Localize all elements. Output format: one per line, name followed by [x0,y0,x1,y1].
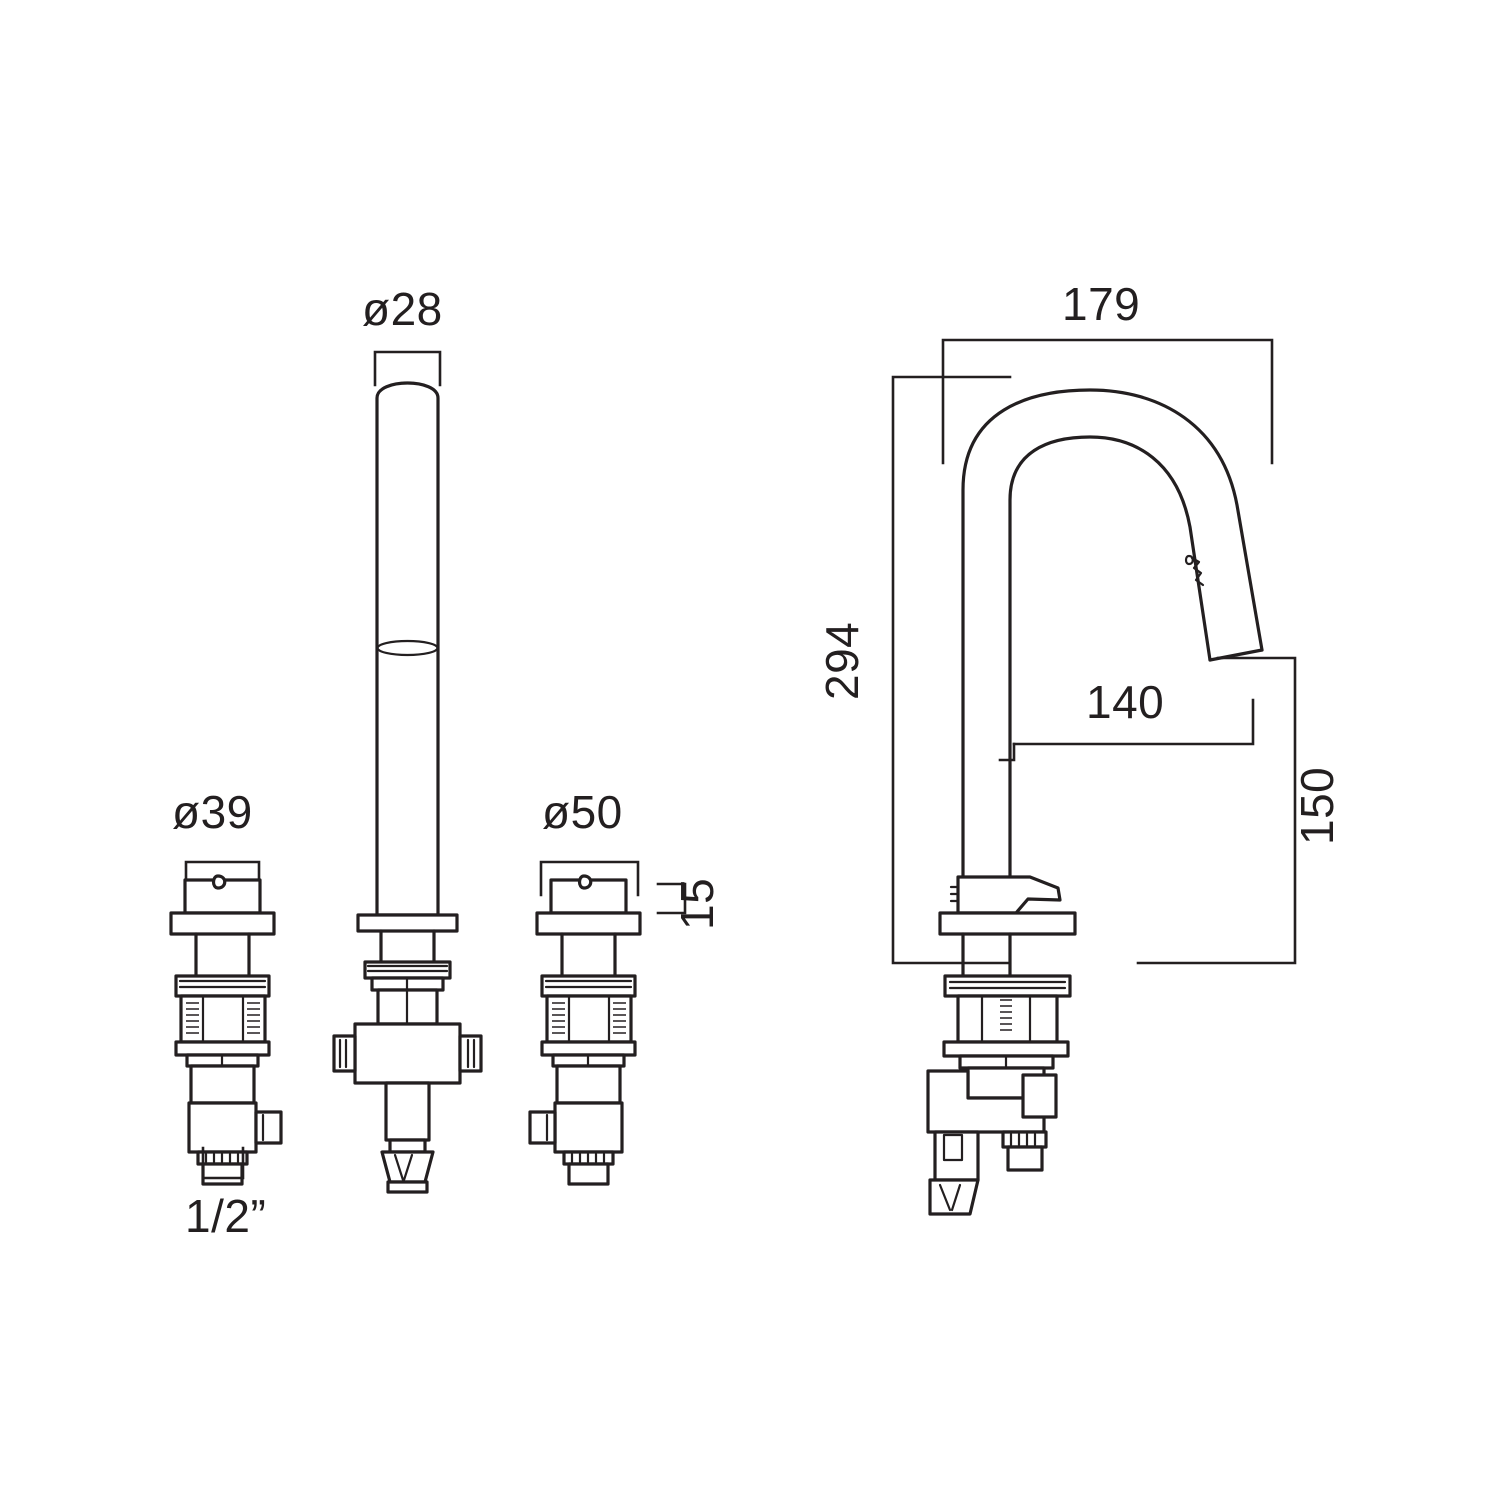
spout-joint-ellipse [376,639,439,657]
side-lower-escutcheon [943,974,1072,998]
right-side-outlet [528,1110,557,1145]
spout-left-nut [332,1034,357,1073]
spout-outlet-face [1208,648,1264,662]
spout-tube [375,381,440,917]
side-threaded-body [956,994,1059,1044]
dim-label-tail-thread: 1/2” [185,1190,266,1242]
left-shank [189,1064,256,1105]
dim-label-spout-projection: 140 [1086,676,1164,728]
centre-spout-assembly [332,350,483,1194]
spout-outer-profile [961,388,1264,927]
side-tail-thread [1006,1145,1044,1172]
dim-label-overall-height: 294 [816,622,868,700]
right-tail-thread [567,1162,610,1186]
spout-lower-stem [384,1081,431,1142]
spout-stem-collar [388,1138,427,1154]
spout-tail-end [386,1180,429,1194]
right-valve-assembly [528,860,642,1186]
spout-valve-body [353,1022,462,1085]
dim-label-deck-thickness: 15 [671,878,723,930]
right-shank [555,1064,622,1105]
side-tail-collar [1001,1130,1048,1149]
dim-label-spout-reach: 179 [1062,278,1140,330]
dim-label-spout-diameter: ø28 [362,283,443,335]
aerator-marker [1184,554,1205,587]
side-valve-outlet [1021,1073,1058,1119]
right-valve-body [553,1101,624,1154]
left-washer [174,1040,271,1057]
spout-right-nut [458,1034,483,1073]
dim-tail-thread-bracket [201,1146,245,1180]
dim-label-escutcheon-diameter: ø50 [542,786,623,838]
side-lower-block [933,1130,980,1182]
lever-handle [956,875,1062,915]
right-thread-hatching [552,1002,626,1034]
left-thread-hatching [186,1002,260,1034]
dim-spout-reach-bracket [941,338,1274,465]
spout-upper-flange [356,913,459,933]
left-valve-body [187,1101,258,1154]
left-handle-indicator [211,874,227,890]
dim-outlet-height-bracket [1136,656,1297,965]
side-bottom-saddle [928,1178,980,1216]
side-elevation-view [891,338,1297,1216]
right-handle-indicator [577,874,593,890]
dim-label-left-handle-diameter: ø39 [172,786,253,838]
left-valve-assembly [169,860,283,1186]
dim-overall-height-bracket [891,375,1012,965]
dim-escutcheon-bracket [539,860,640,897]
left-tail-thread [201,1162,244,1186]
dim-spout-projection-bracket [998,698,1255,762]
right-handle-flange [535,911,642,936]
dim-label-outlet-height: 150 [1291,767,1343,845]
side-washer [942,1040,1070,1058]
side-deck-flange [938,911,1077,936]
left-side-outlet [254,1110,283,1145]
side-thread-hatching [1000,999,1012,1031]
left-handle-flange [169,911,276,936]
dim-deck-thickness-bracket [656,882,687,915]
spout-inner-profile [1008,435,1212,927]
dim-spout-diameter-bracket [373,350,442,387]
right-washer [540,1040,637,1057]
